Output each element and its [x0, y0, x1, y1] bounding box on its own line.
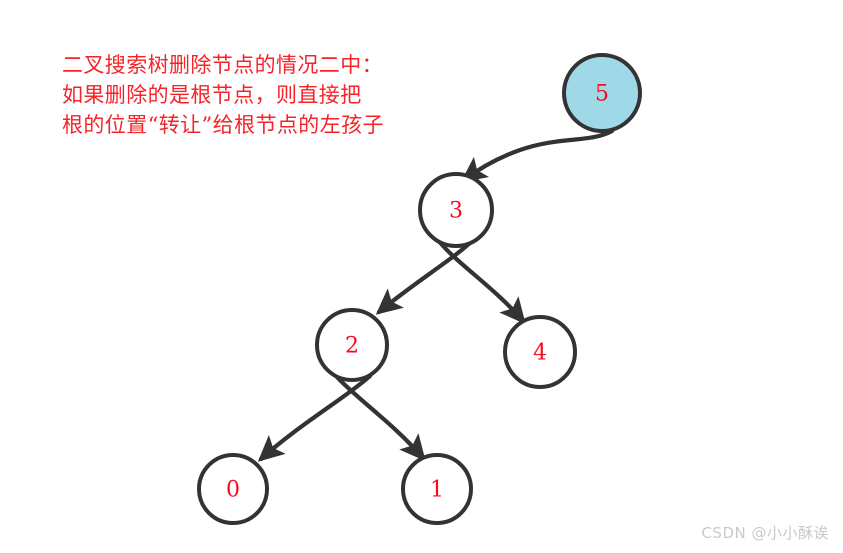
edge-3-to-2 — [375, 237, 476, 315]
node-0-circle[interactable] — [197, 453, 269, 525]
node-1-label: 1 — [430, 478, 444, 503]
node-4[interactable]: 4 — [503, 315, 577, 389]
node-5-label: 5 — [595, 82, 609, 107]
annotation-line-1: 二叉搜索树删除节点的情况二中： — [62, 53, 383, 77]
node-3-circle[interactable] — [418, 172, 494, 248]
node-4-label: 4 — [533, 341, 547, 366]
node-4-circle[interactable] — [503, 315, 577, 389]
node-2-label: 2 — [345, 334, 359, 359]
edge-2-to-0 — [257, 373, 373, 462]
edge-2-to-1 — [333, 373, 426, 462]
annotation-line-3: 根的位置“转让”给根节点的左孩子 — [62, 113, 384, 137]
node-3-label: 3 — [449, 199, 463, 224]
tree-nodes: 5 3 2 4 0 1 — [197, 53, 642, 525]
node-0-label: 0 — [226, 478, 240, 503]
node-1[interactable]: 1 — [401, 453, 473, 525]
node-5[interactable]: 5 — [562, 53, 642, 133]
csdn-watermark: CSDN @小小酥诶 — [701, 524, 829, 542]
node-2-circle[interactable] — [315, 308, 389, 382]
edge-5-to-3 — [460, 128, 615, 183]
annotation-line-2: 如果删除的是根节点，则直接把 — [62, 83, 362, 107]
node-5-circle[interactable] — [562, 53, 642, 133]
node-1-circle[interactable] — [401, 453, 473, 525]
annotation-text: 二叉搜索树删除节点的情况二中： 如果删除的是根节点，则直接把 根的位置“转让”给… — [62, 50, 384, 140]
node-0[interactable]: 0 — [197, 453, 269, 525]
edge-3-to-4 — [435, 237, 526, 325]
node-3[interactable]: 3 — [418, 172, 494, 248]
node-2[interactable]: 2 — [315, 308, 389, 382]
